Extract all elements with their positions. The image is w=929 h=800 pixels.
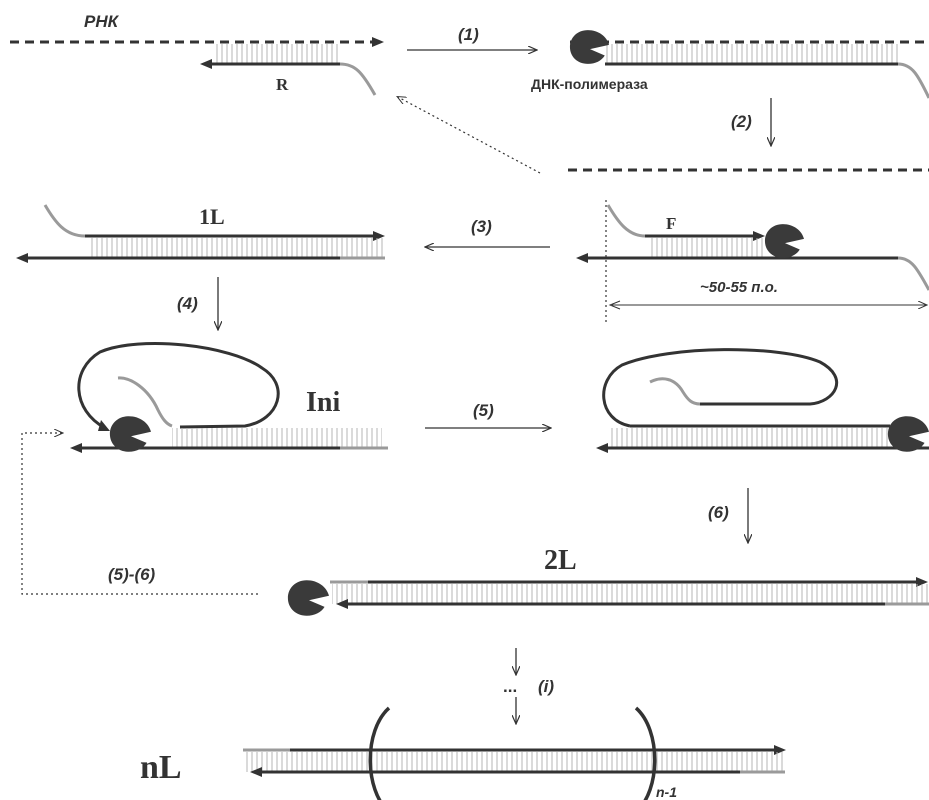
base-pair-hatch bbox=[605, 44, 900, 64]
base-pair-hatch bbox=[610, 428, 890, 448]
template-tail bbox=[897, 256, 929, 291]
polymerase-label: ДНК-полимераза bbox=[531, 76, 648, 92]
polymerase-icon bbox=[287, 580, 329, 616]
polymerase-icon bbox=[764, 224, 804, 258]
length-dimension-start bbox=[608, 300, 621, 310]
base-pair-hatch bbox=[332, 584, 929, 604]
product-1l-tail bbox=[43, 204, 86, 238]
primer-r-tail bbox=[339, 62, 377, 96]
ini-label: Ini bbox=[306, 387, 340, 418]
product-2l-bottom-arrowhead bbox=[336, 599, 348, 609]
repeat-subscript: n-1 bbox=[656, 784, 677, 800]
product-nl-bottom-arrowhead bbox=[250, 767, 262, 777]
primer-r-label: R bbox=[276, 75, 289, 94]
primer-r-arrowhead bbox=[200, 59, 212, 69]
feedback-dotted-arrow bbox=[21, 433, 258, 595]
recycle-dotted-arrow bbox=[398, 97, 541, 174]
displaced-grey-tail bbox=[649, 377, 701, 406]
reverse-transcription-group: ДНК-полимераза bbox=[531, 30, 929, 99]
step-2-label: (2) bbox=[731, 112, 752, 131]
product-2l-label: 2L bbox=[544, 545, 577, 576]
ini-grey-tail bbox=[117, 376, 173, 428]
repeat-left-bracket bbox=[368, 706, 391, 800]
template-arrowhead bbox=[576, 253, 588, 263]
base-pair-hatch bbox=[88, 238, 384, 258]
step-i-label: (i) bbox=[538, 677, 554, 696]
base-pair-hatch bbox=[215, 44, 340, 64]
polymerase-icon bbox=[887, 416, 929, 452]
rna-strand-arrowhead bbox=[372, 37, 384, 47]
primer-r-group: R bbox=[200, 44, 377, 96]
step-2-arrow-group: (2) bbox=[731, 98, 771, 146]
product-1l-label: 1L bbox=[199, 204, 225, 229]
primer-f-tail bbox=[606, 204, 646, 238]
step-3-arrow-group: (3) bbox=[425, 217, 550, 247]
step-1-arrow-group: (1) bbox=[407, 25, 537, 50]
iteration-group: ... (i) bbox=[503, 648, 554, 724]
base-pair-hatch bbox=[245, 752, 785, 772]
ini-bottom-arrowhead bbox=[70, 443, 82, 453]
product-nl-group: nL n-1 bbox=[140, 706, 786, 800]
rna-template-group: РНК bbox=[10, 12, 384, 47]
product-2l-group: 2L bbox=[287, 545, 929, 616]
iteration-dots: ... bbox=[503, 677, 517, 696]
step-1-label: (1) bbox=[458, 25, 479, 44]
step-56-label: (5)-(6) bbox=[108, 565, 156, 584]
ini-loop bbox=[77, 341, 280, 430]
primer-f-label: F bbox=[666, 214, 676, 233]
step-6-arrow-group: (6) bbox=[708, 488, 748, 543]
base-pair-hatch bbox=[648, 238, 766, 258]
primer-f-group: F ~50-55 п.о. bbox=[576, 200, 929, 322]
product-1l-bottom-arrowhead bbox=[16, 253, 28, 263]
displaced-loop bbox=[602, 348, 839, 428]
cdna-tail bbox=[897, 62, 929, 99]
product-1l-group: 1L bbox=[16, 204, 385, 263]
polymerase-icon bbox=[569, 30, 609, 64]
feedback-loop-group: (5)-(6) bbox=[21, 433, 258, 595]
step-3-label: (3) bbox=[471, 217, 492, 236]
step-5-arrow-group: (5) bbox=[425, 401, 551, 428]
step-4-arrow-group: (4) bbox=[177, 277, 218, 330]
step-6-label: (6) bbox=[708, 503, 729, 522]
length-label: ~50-55 п.о. bbox=[700, 279, 778, 296]
rna-label: РНК bbox=[84, 12, 120, 31]
ini-loop-arrowhead bbox=[98, 420, 110, 431]
displaced-bottom-arrowhead bbox=[596, 443, 608, 453]
repeat-right-bracket bbox=[634, 706, 657, 800]
base-pair-hatch bbox=[172, 428, 382, 448]
step-4-label: (4) bbox=[177, 294, 198, 313]
product-nl-label: nL bbox=[140, 749, 182, 786]
polymerase-icon bbox=[109, 416, 151, 452]
step-5-label: (5) bbox=[473, 401, 494, 420]
displacement-group bbox=[596, 348, 929, 453]
ini-structure-group: Ini bbox=[70, 341, 388, 453]
